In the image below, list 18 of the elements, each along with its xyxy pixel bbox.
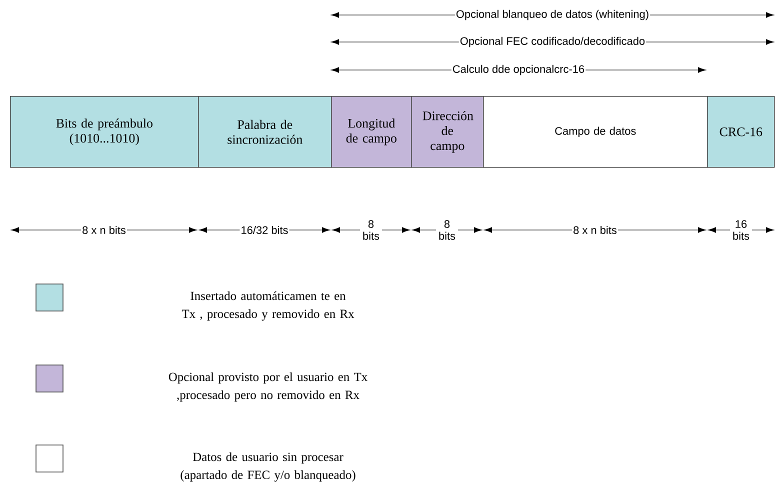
dimension-label: 8 bits	[436, 219, 458, 241]
field-box: Longitud de campo	[331, 96, 412, 168]
dimension-label: 8 bits	[360, 219, 382, 241]
legend-text: Datos de usuario sin procesar (apartado de FEC y/o blanqueado)	[180, 452, 356, 482]
dimension-label: Opcional blanqueo de datos (whitening)	[454, 8, 650, 22]
legend-text: Insertado automáticamen te en Tx , procesado y removido en Rx	[182, 291, 354, 321]
dimension-label: 16 bits	[730, 219, 752, 241]
field-box: Palabra de sincronización	[198, 96, 332, 168]
field-box: Bits de preámbulo (1010...1010)	[10, 96, 199, 168]
field-box: Dirección de campo	[411, 96, 484, 168]
dimension-label: 8 x n bits	[81, 224, 127, 236]
dimension-label: Calculo dde opcionalcrc-16	[451, 64, 586, 76]
field-box: Campo de datos	[483, 96, 708, 168]
dimension-label: 8 x n bits	[572, 224, 618, 236]
dimension-label: Opcional FEC codificado/decodificado	[458, 36, 646, 48]
legend-text: Opcional provisto por el usuario en Tx ,procesado pero no removido en Rx	[168, 372, 368, 402]
field-box: CRC-16	[707, 96, 775, 168]
dimension-label: 16/32 bits	[240, 224, 290, 236]
